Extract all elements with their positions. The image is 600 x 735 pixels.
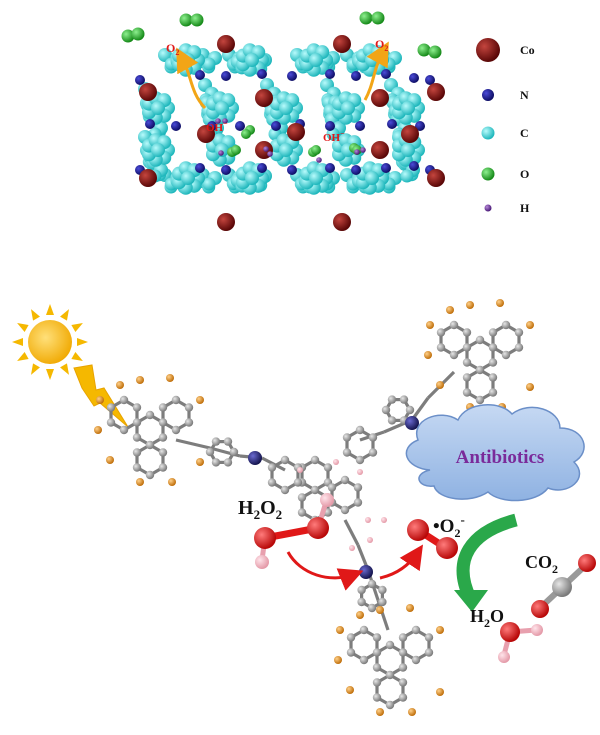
h2o-molecule (498, 622, 543, 663)
o2-release-arrow-right (363, 41, 389, 101)
antibiotics-label: Antibiotics (456, 447, 545, 468)
cobalt-node-3 (359, 565, 373, 579)
superoxide-label: •O2- (433, 512, 465, 540)
degradation-arrow-head (454, 590, 488, 612)
legend-item-h: H (484, 201, 530, 215)
atom-legend: CoN C O H (476, 38, 535, 215)
legend-label-c: C (520, 126, 529, 140)
oh-label-left: OH− (206, 119, 228, 134)
oh-label-right: OH− (323, 129, 345, 144)
legend-item-o: O (481, 167, 529, 181)
h2o2-molecule (254, 493, 334, 569)
pore-species (121, 11, 442, 163)
legend-item-n: N (482, 88, 529, 102)
cobalt-node-2 (405, 416, 419, 430)
cof-framework-panel: O2 OH− O2 OH− CoN C O H (121, 11, 535, 231)
co2-molecule (531, 554, 596, 618)
legend-swatch-c (481, 126, 495, 140)
legend-swatch-h (484, 204, 492, 212)
sun-icon (12, 304, 88, 380)
legend-swatch-n (482, 89, 494, 101)
cobalt-node-1 (248, 451, 262, 465)
legend-label-n: N (520, 88, 529, 102)
electron-arrow-left (286, 551, 364, 591)
antibiotics-cloud: Antibiotics (405, 404, 585, 502)
legend-swatch-co (476, 38, 500, 62)
legend-item-co: Co (476, 38, 535, 62)
legend-swatch-o (481, 167, 495, 181)
superoxide-molecule (407, 519, 458, 559)
co2-label: CO2 (525, 552, 558, 576)
photocatalysis-panel: Antibiotics H2O2 •O2- CO2 (12, 299, 596, 716)
legend-label-co: Co (520, 43, 535, 57)
o2-release-arrow-left (176, 47, 207, 110)
legend-label-o: O (520, 167, 529, 181)
framework-lattice (135, 35, 445, 231)
o2-label-left: O2 (166, 41, 179, 57)
o2-label-right: O2 (375, 37, 388, 53)
legend-label-h: H (520, 201, 530, 215)
electron-arrow-right (379, 544, 423, 580)
h2o-label: H2O (470, 606, 504, 630)
degradation-arrow-body (456, 513, 518, 601)
legend-item-c: C (481, 126, 529, 140)
h2o2-label: H2O2 (238, 497, 282, 522)
cobalt-porphyrin-molecule (94, 299, 534, 716)
light-bolt-icon (73, 364, 129, 428)
